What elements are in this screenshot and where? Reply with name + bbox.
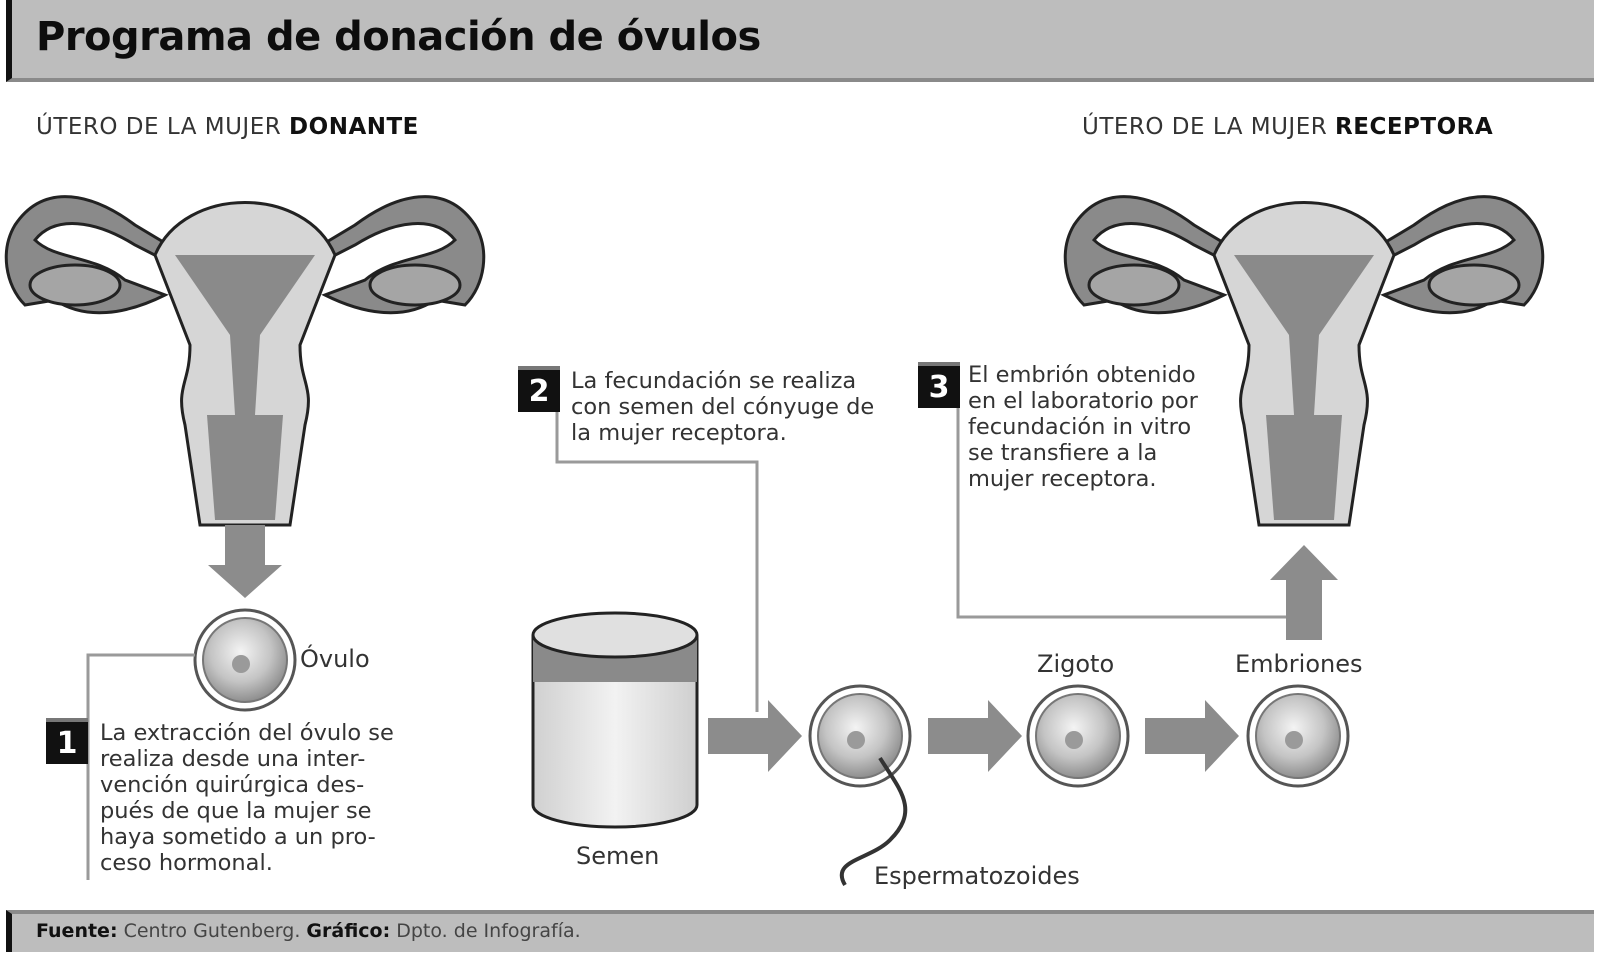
fertilization-cell-icon bbox=[808, 684, 912, 788]
recipient-uterus-label: ÚTERO DE LA MUJER RECEPTORA bbox=[1082, 114, 1494, 140]
donor-uterus-label: ÚTERO DE LA MUJER DONANTE bbox=[36, 114, 419, 140]
title-bar bbox=[6, 0, 1594, 82]
step-3-badge: 3 bbox=[918, 362, 960, 408]
right-arrow-icon bbox=[1145, 700, 1239, 772]
semen-label: Semen bbox=[576, 842, 660, 870]
step-1-badge: 1 bbox=[46, 718, 88, 764]
espermatozoides-label: Espermatozoides bbox=[874, 862, 1080, 890]
semen-jar-icon bbox=[531, 611, 699, 829]
zigoto-label: Zigoto bbox=[1037, 650, 1115, 678]
ovulo-cell-icon bbox=[193, 608, 297, 712]
right-arrow-icon bbox=[708, 700, 802, 772]
down-arrow-icon bbox=[208, 525, 282, 598]
sperm-icon bbox=[840, 756, 908, 887]
step-2-badge: 2 bbox=[518, 366, 560, 412]
embriones-label: Embriones bbox=[1235, 650, 1363, 678]
ovulo-label: Óvulo bbox=[300, 645, 370, 673]
embriones-cell-icon bbox=[1246, 684, 1350, 788]
page-title: Programa de donación de óvulos bbox=[36, 14, 761, 60]
right-arrow-icon bbox=[928, 700, 1022, 772]
donor-uterus-icon bbox=[4, 195, 486, 527]
zigoto-cell-icon bbox=[1026, 684, 1130, 788]
footer-credits: Fuente: Centro Gutenberg. Gráfico: Dpto.… bbox=[36, 920, 581, 942]
footer-bar bbox=[6, 910, 1594, 952]
up-arrow-icon bbox=[1270, 545, 1338, 640]
